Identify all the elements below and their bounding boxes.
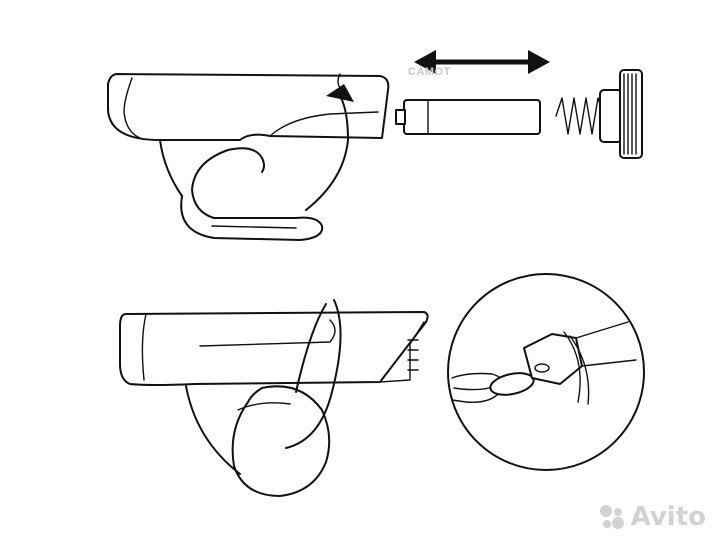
bike-light-housing-icon <box>107 73 390 197</box>
end-cap-icon <box>599 69 643 159</box>
brand-label: CAMOT <box>408 66 451 78</box>
spring-icon <box>555 97 605 135</box>
mounted-light-icon <box>119 311 429 386</box>
double-arrow-icon <box>414 50 550 74</box>
magnifier-circle-icon <box>447 273 645 471</box>
handlebar-icon <box>231 385 331 497</box>
coin-icon <box>489 372 535 396</box>
detail-bracket-icon <box>523 321 637 405</box>
avito-logo-icon <box>599 505 624 529</box>
strap-icon <box>185 299 342 475</box>
watermark-text: Avito <box>630 502 706 532</box>
rotate-arrow-icon <box>305 84 354 211</box>
battery-icon <box>395 99 541 135</box>
strap-loop-icon <box>180 147 324 241</box>
watermark: Avito <box>597 502 706 532</box>
